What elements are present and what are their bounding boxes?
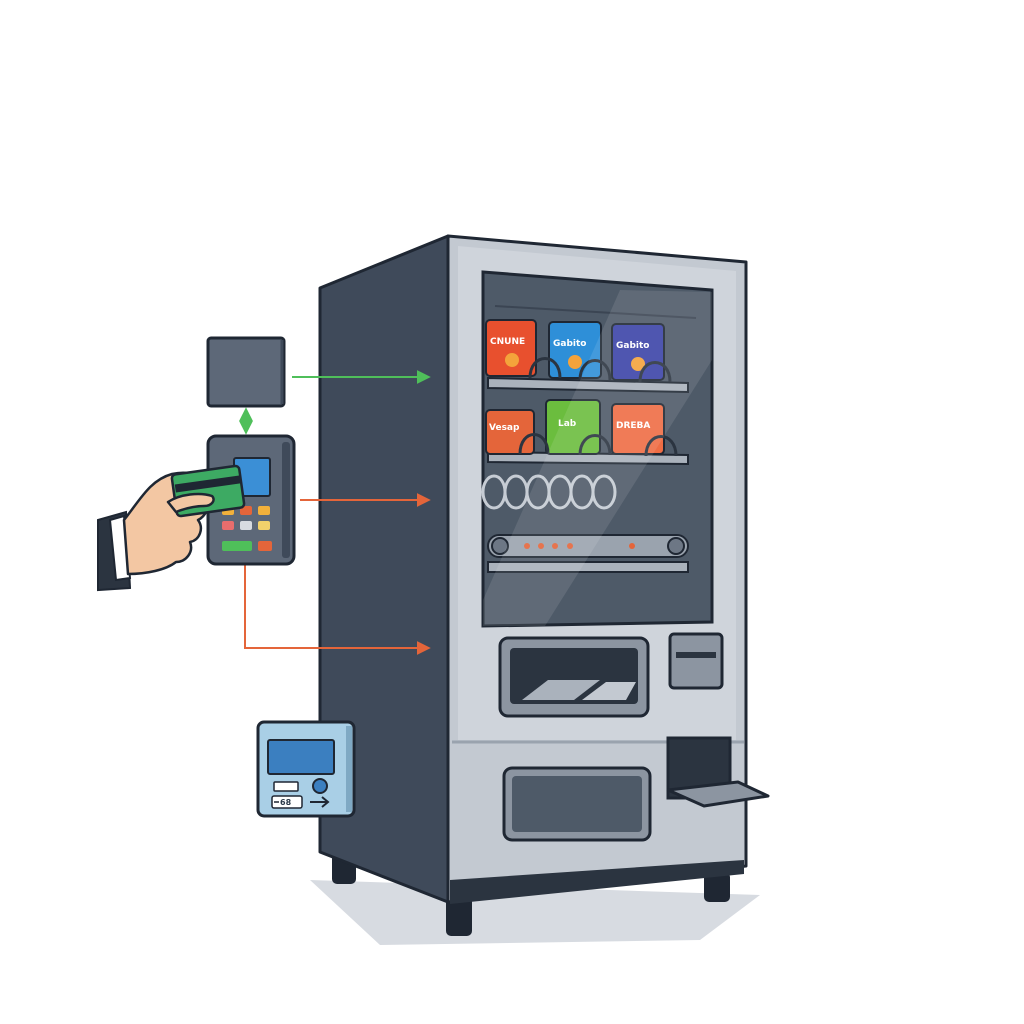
floor-shadow <box>310 880 760 945</box>
glass-reflection <box>483 290 712 626</box>
window-back-edge <box>494 305 697 319</box>
coin-return-tray[interactable] <box>666 736 770 808</box>
lower-door[interactable] <box>502 766 652 842</box>
snack-row-top: CNUNE Gabito Gabito <box>485 319 672 383</box>
terminal-keypad[interactable] <box>222 506 272 551</box>
control-panel-icon[interactable]: 68 <box>256 720 356 818</box>
snack-bag: CNUNE <box>485 319 537 377</box>
snack-label: Gabito <box>553 339 586 349</box>
machine-base <box>450 860 744 904</box>
shelf-bottom <box>487 561 689 573</box>
user-hand-icon <box>97 464 246 592</box>
snack-bag: Vesap <box>485 409 535 455</box>
network-module-icon <box>206 336 286 408</box>
spiral-coils <box>481 474 617 510</box>
conveyor-belt <box>487 534 689 558</box>
vending-machine-icon: CNUNE Gabito Gabito <box>318 234 770 936</box>
snack-label: CNUNE <box>490 337 525 347</box>
snack-bag: Gabito <box>611 323 665 381</box>
panel-slot <box>273 781 299 792</box>
product-pickup-slot[interactable] <box>498 636 650 718</box>
snack-row-middle: Vesap Lab DREBA <box>485 399 678 457</box>
snack-label: DREBA <box>616 421 650 431</box>
panel-display <box>267 739 335 775</box>
snack-label: Gabito <box>616 341 649 351</box>
panel-button-label: 68 <box>280 798 292 807</box>
receipt-slot[interactable] <box>668 632 724 690</box>
arrow-terminal-to-dispenser <box>244 552 431 655</box>
panel-knob[interactable] <box>312 778 328 794</box>
shelf-top <box>487 376 689 394</box>
machine-leg <box>704 872 730 902</box>
thumb <box>166 492 215 514</box>
snack-label: Vesap <box>489 423 520 433</box>
arrow-right-icon[interactable] <box>310 796 330 808</box>
snack-label: Lab <box>558 419 577 429</box>
panel-left-button[interactable]: 68 <box>271 795 303 809</box>
